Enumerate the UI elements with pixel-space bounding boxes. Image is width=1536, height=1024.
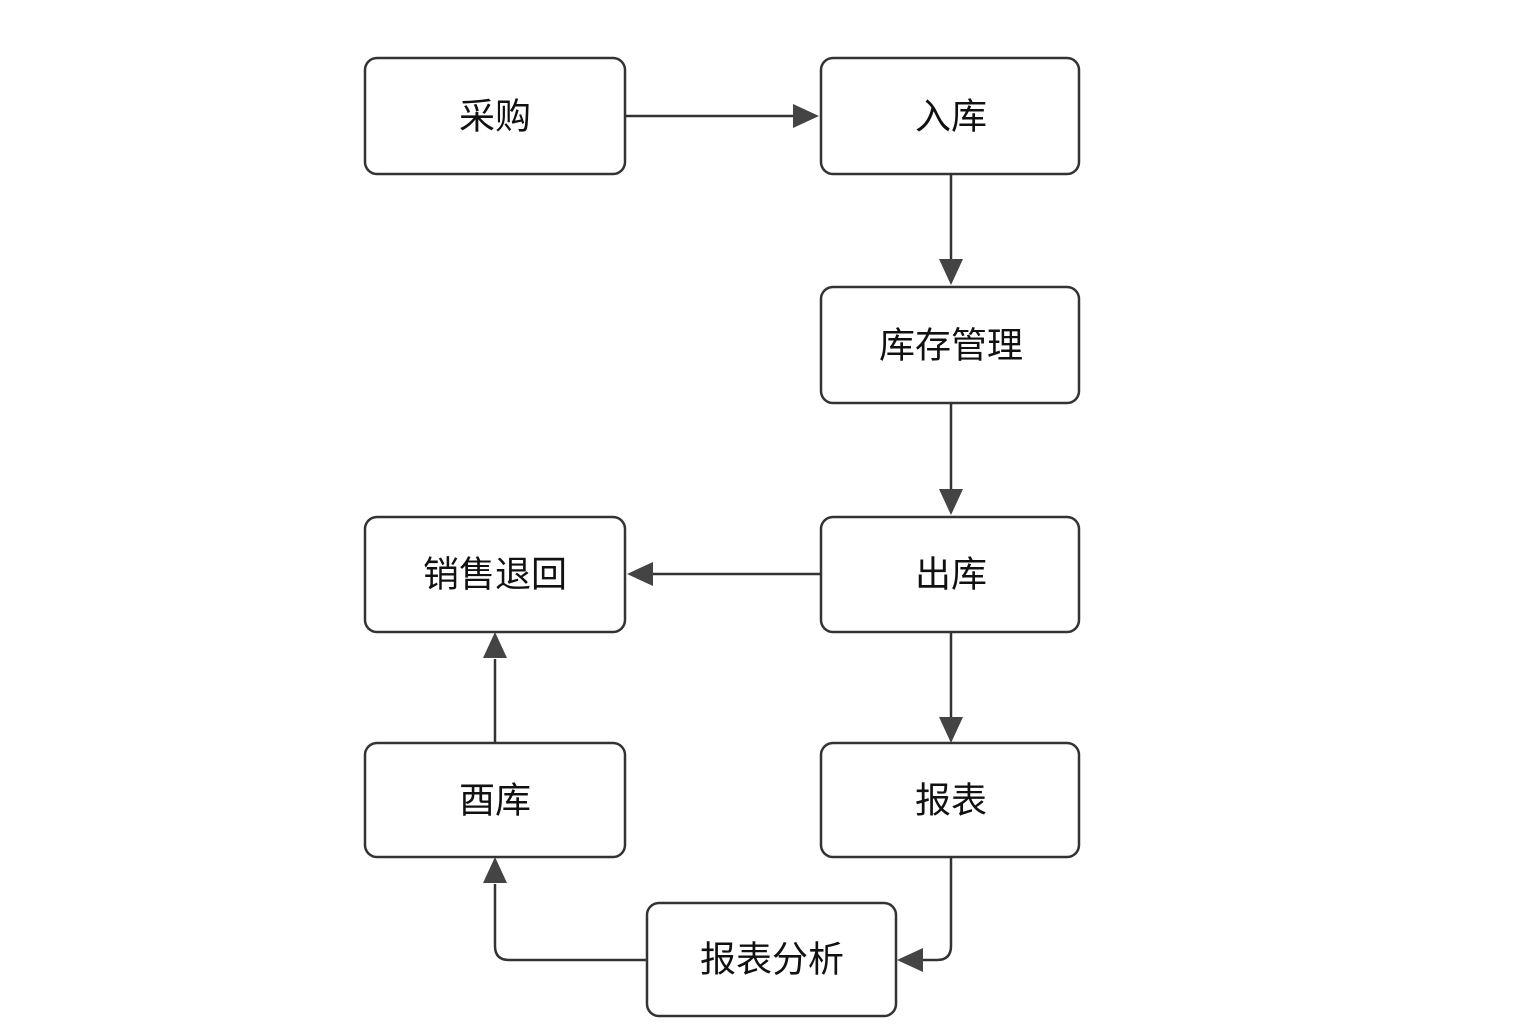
node-purchase[interactable]: 采购 <box>363 56 627 176</box>
arrowhead-down <box>939 489 963 515</box>
arrowhead-up <box>483 632 507 658</box>
arrowhead-left <box>897 948 923 972</box>
edge-inventory-to-outbound <box>939 403 963 515</box>
node-report-label: 报表 <box>915 781 987 822</box>
edge-outbound-to-report <box>939 632 963 743</box>
node-inbound-label: 入库 <box>915 97 987 138</box>
edge-report-analysis-to-stocktake <box>483 857 647 962</box>
arrowhead-down <box>939 717 963 743</box>
node-inbound[interactable]: 入库 <box>819 56 1081 176</box>
node-report-analysis[interactable]: 报表分析 <box>645 901 898 1018</box>
node-stocktake[interactable]: 酉库 <box>363 741 627 859</box>
node-purchase-label: 采购 <box>459 97 531 138</box>
arrowhead-down <box>939 259 963 285</box>
edge-inbound-to-inventory <box>939 174 963 285</box>
arrowhead-right <box>793 104 819 128</box>
node-report[interactable]: 报表 <box>819 741 1081 859</box>
node-report-analysis-label: 报表分析 <box>700 940 844 981</box>
edge-stocktake-to-sales-return <box>483 632 507 742</box>
node-inventory-label: 库存管理 <box>879 326 1023 367</box>
edge-purchase-to-inbound <box>626 104 819 128</box>
node-outbound-label: 出库 <box>915 555 987 596</box>
node-sales-return-label: 销售退回 <box>423 555 567 596</box>
edge-outbound-to-sales-return <box>627 562 821 586</box>
node-stocktake-label: 酉库 <box>459 781 531 822</box>
node-outbound[interactable]: 出库 <box>819 515 1081 634</box>
node-inventory[interactable]: 库存管理 <box>819 285 1081 405</box>
arrowhead-left <box>627 562 653 586</box>
arrowhead-up <box>483 857 507 883</box>
edge-report-to-report-analysis <box>897 857 953 972</box>
node-sales-return[interactable]: 销售退回 <box>363 515 627 634</box>
